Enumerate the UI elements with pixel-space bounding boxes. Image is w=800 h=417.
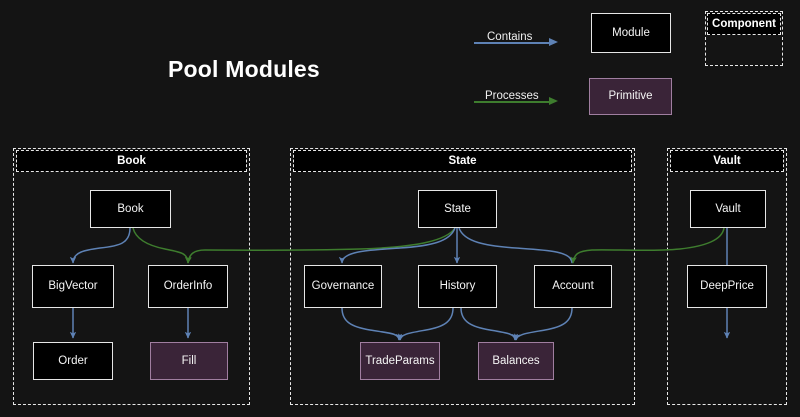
node-orderinfo-label: OrderInfo — [163, 280, 213, 293]
group-vault-header: Vault — [670, 150, 784, 172]
group-state — [290, 148, 635, 405]
legend-shape-component-label: Component — [712, 18, 776, 30]
node-deepprice[interactable]: DeepPrice — [687, 265, 767, 308]
node-order-label: Order — [58, 354, 88, 367]
arrow-right-icon — [549, 97, 558, 105]
legend-shape-component-header: Component — [707, 13, 781, 35]
node-bigvector-label: BigVector — [48, 280, 98, 293]
node-balances-label: Balances — [492, 354, 540, 367]
node-state-label: State — [444, 202, 471, 215]
node-account-label: Account — [552, 280, 594, 293]
legend-shape-component — [705, 11, 783, 66]
node-account[interactable]: Account — [534, 265, 612, 308]
node-tradeparams[interactable]: TradeParams — [360, 342, 440, 380]
legend-shape-primitive: Primitive — [589, 78, 672, 115]
node-vault[interactable]: Vault — [690, 190, 766, 228]
legend-shape-primitive-label: Primitive — [608, 90, 653, 103]
node-book[interactable]: Book — [90, 190, 171, 228]
node-vault-label: Vault — [715, 202, 741, 215]
legend-edge-line-processes — [474, 101, 550, 103]
group-book — [13, 148, 250, 405]
node-order[interactable]: Order — [33, 342, 113, 380]
node-governance-label: Governance — [311, 280, 375, 293]
node-governance[interactable]: Governance — [304, 265, 382, 308]
group-book-header: Book — [16, 150, 247, 172]
group-vault-label: Vault — [713, 155, 741, 167]
legend-edge-label-processes: Processes — [485, 90, 539, 102]
node-balances[interactable]: Balances — [478, 342, 554, 380]
page-title: Pool Modules — [168, 56, 320, 82]
node-state[interactable]: State — [418, 190, 497, 228]
legend-shape-module-label: Module — [612, 26, 650, 39]
arrow-right-icon — [549, 38, 558, 46]
legend-edge-label-contains: Contains — [487, 31, 533, 43]
group-state-label: State — [448, 155, 477, 167]
legend-edge-line-contains — [474, 42, 550, 44]
group-vault — [667, 148, 787, 405]
node-tradeparams-label: TradeParams — [365, 354, 435, 367]
group-state-header: State — [293, 150, 632, 172]
group-book-label: Book — [117, 155, 146, 167]
node-orderinfo[interactable]: OrderInfo — [148, 265, 228, 308]
node-book-label: Book — [117, 202, 144, 215]
node-fill[interactable]: Fill — [150, 342, 228, 380]
node-deepprice-label: DeepPrice — [700, 280, 754, 293]
node-bigvector[interactable]: BigVector — [32, 265, 114, 308]
node-fill-label: Fill — [181, 354, 197, 367]
node-history-label: History — [439, 280, 476, 293]
node-history[interactable]: History — [418, 265, 497, 308]
legend-shape-module: Module — [591, 13, 671, 53]
